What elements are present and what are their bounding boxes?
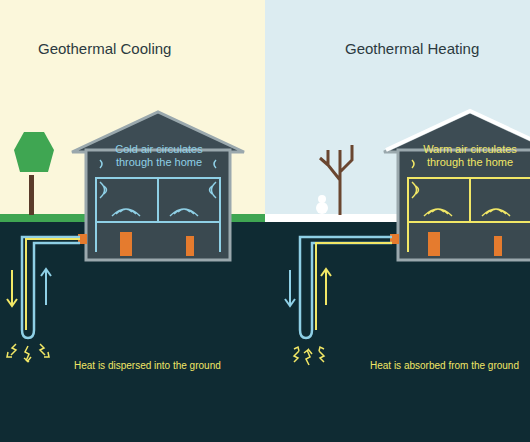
arrow-up — [41, 269, 51, 305]
ground-loop-heating — [300, 237, 392, 338]
ground-note: Heat is absorbed from the ground — [370, 360, 519, 371]
heat-in-squiggles — [294, 347, 324, 365]
snowman-head — [318, 195, 326, 203]
heat-out-squiggles — [7, 344, 49, 362]
arrow-up — [321, 269, 331, 305]
house-cooling — [72, 112, 244, 260]
tree-trunk — [29, 175, 34, 215]
arrow-down — [285, 270, 295, 306]
house-label: Cold air circulates through the home — [103, 143, 215, 169]
house-heating — [384, 111, 530, 260]
house-caption: Warm air circulates through the home — [414, 143, 526, 169]
tree-crown — [14, 132, 54, 172]
panel-title: Geothermal Cooling — [38, 40, 171, 57]
snowman — [316, 202, 328, 214]
ground-loop-cooling — [22, 237, 80, 338]
panel-title: Geothermal Heating — [345, 40, 479, 57]
house-caption: Cold air circulates through the home — [103, 143, 215, 169]
house-label: Warm air circulates through the home — [414, 143, 526, 169]
arrow-down — [7, 270, 17, 306]
ground-note: Heat is dispersed into the ground — [74, 360, 221, 371]
